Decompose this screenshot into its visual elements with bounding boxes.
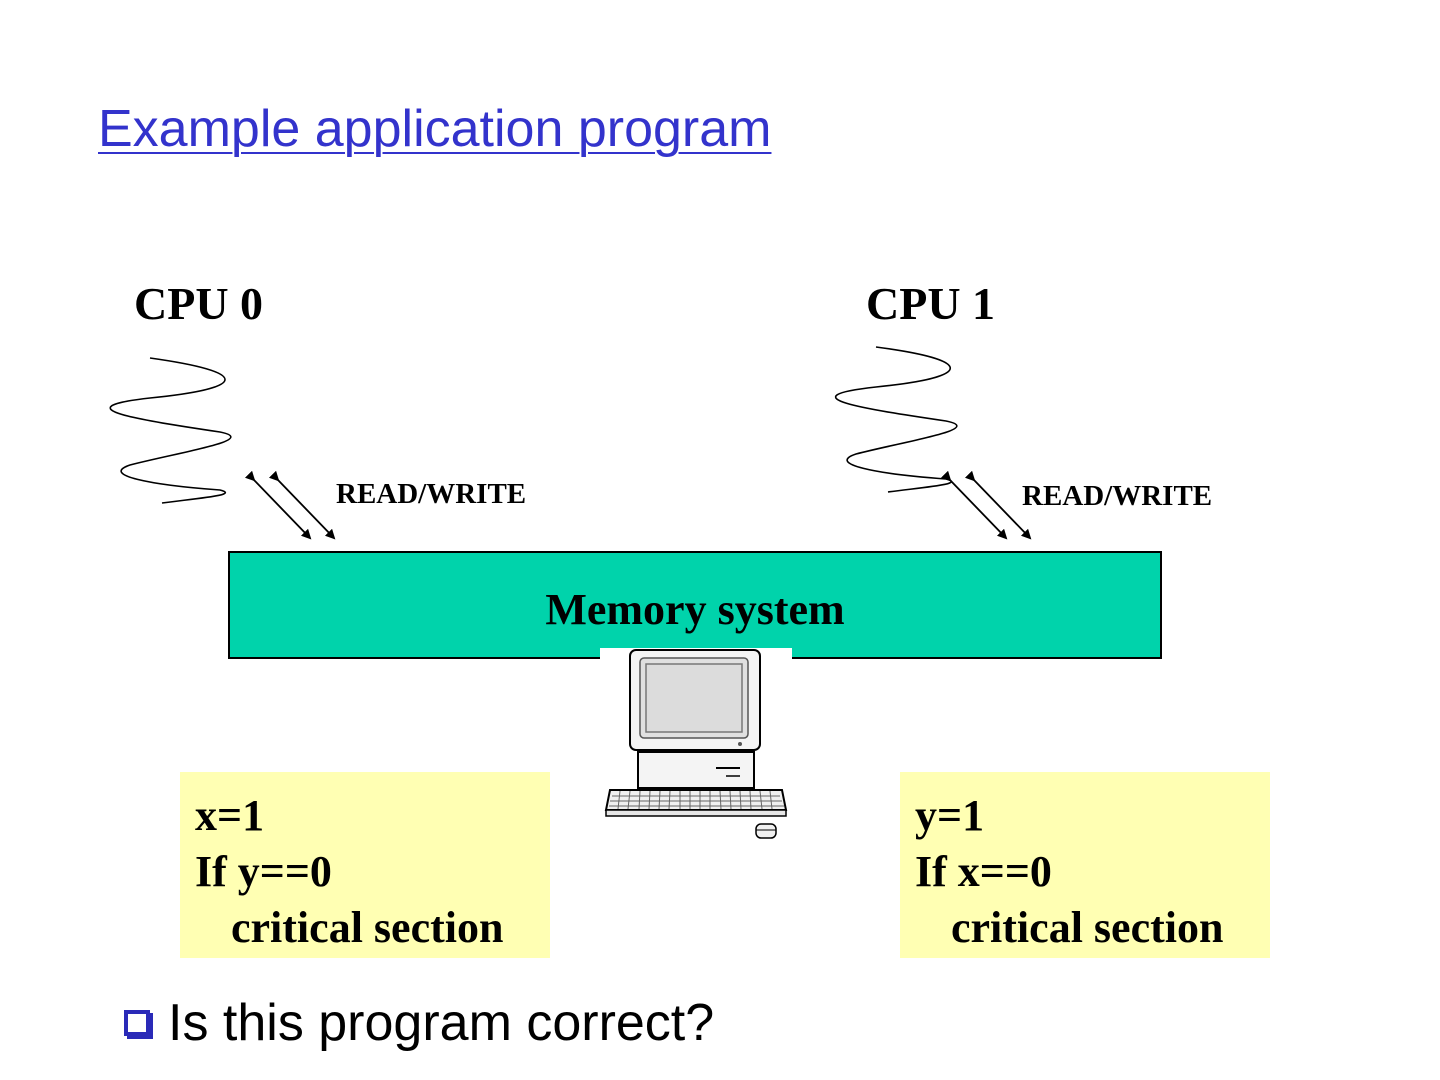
cpu0-arrow-icon xyxy=(268,470,336,540)
memory-system-label: Memory system xyxy=(545,585,845,634)
cpu1-arrow-icon xyxy=(940,470,1008,540)
cpu1-code-line-2: If x==0 xyxy=(915,847,1052,896)
slide-title: Example application program xyxy=(98,100,772,158)
cpu1-code-line-1: y=1 xyxy=(915,791,985,840)
cpu1-code-box: y=1 If x==0 critical section xyxy=(900,772,1270,958)
cpu0-code-box: x=1 If y==0 critical section xyxy=(180,772,550,958)
memory-system-box: Memory system xyxy=(228,551,1162,659)
desktop-computer-icon xyxy=(600,648,792,844)
cpu0-label: CPU 0 xyxy=(134,278,264,329)
read-write-label-right: READ/WRITE xyxy=(1022,480,1213,512)
read-write-label-left: READ/WRITE xyxy=(336,478,527,510)
cpu0-arrow-icon xyxy=(244,470,312,540)
cpu1-arrow-icon xyxy=(964,470,1032,540)
cpu1-thread-icon xyxy=(834,346,958,493)
cpu1-code-line-3: critical section xyxy=(951,903,1224,952)
cpu0-code-line-3: critical section xyxy=(231,903,504,952)
cpu0-code-line-1: x=1 xyxy=(195,791,265,840)
square-bullet-icon xyxy=(124,1010,150,1036)
cpu0-thread-icon xyxy=(109,357,232,504)
question-text: Is this program correct? xyxy=(168,994,715,1052)
cpu0-code-line-2: If y==0 xyxy=(195,847,332,896)
bullet-question: Is this program correct? xyxy=(124,992,714,1054)
cpu1-label: CPU 1 xyxy=(866,278,996,329)
